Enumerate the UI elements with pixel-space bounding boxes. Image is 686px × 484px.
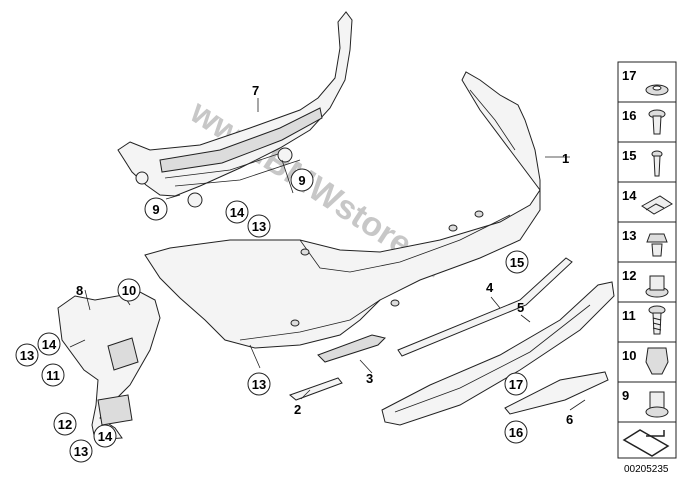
bumper-carrier xyxy=(117,11,353,208)
part-labels: 1 7 4 5 3 2 6 8 xyxy=(76,83,573,427)
rear-bumper-panel xyxy=(144,71,541,349)
legend-number-13: 13 xyxy=(622,228,636,243)
legend-number-11: 11 xyxy=(622,308,636,323)
svg-text:14: 14 xyxy=(42,337,57,352)
svg-text:13: 13 xyxy=(74,444,88,459)
reflector-left xyxy=(289,377,343,401)
diagram-id: 00205235 xyxy=(624,464,669,475)
legend-number-9: 9 xyxy=(622,388,629,403)
reflector-right xyxy=(317,334,386,363)
label-7: 7 xyxy=(252,83,259,98)
side-bracket xyxy=(57,291,161,441)
callout-15: 15 xyxy=(505,250,529,274)
lower-cover xyxy=(504,371,609,415)
svg-text:17: 17 xyxy=(509,377,523,392)
label-2: 2 xyxy=(294,402,301,417)
svg-text:9: 9 xyxy=(298,173,305,188)
spring-nut-icon xyxy=(641,195,673,215)
callout-12: 12 xyxy=(53,412,77,436)
callout-13-mid: 13 xyxy=(247,372,271,396)
svg-text:14: 14 xyxy=(230,205,245,220)
svg-text:15: 15 xyxy=(510,255,524,270)
flange-nut-icon xyxy=(646,233,668,257)
callout-14-top: 14 xyxy=(225,200,249,224)
label-1: 1 xyxy=(562,151,569,166)
callout-17: 17 xyxy=(504,372,528,396)
round-washer-icon xyxy=(645,84,669,96)
legend-number-10: 10 xyxy=(622,348,636,363)
label-5: 5 xyxy=(517,300,524,315)
callout-13-top: 13 xyxy=(247,214,271,238)
callout-13-bottom: 13 xyxy=(69,439,93,463)
arrow-icon xyxy=(622,429,670,457)
expanding-rivet-icon xyxy=(648,109,666,135)
collar-nut-icon xyxy=(645,275,669,298)
callout-16: 16 xyxy=(504,420,528,444)
svg-text:13: 13 xyxy=(252,377,266,392)
label-4: 4 xyxy=(486,280,494,295)
label-3: 3 xyxy=(366,371,373,386)
legend-number-16: 16 xyxy=(622,108,636,123)
callout-10: 10 xyxy=(117,278,141,302)
legend-number-15: 15 xyxy=(622,148,636,163)
callout-11: 11 xyxy=(41,363,65,387)
clip-icon xyxy=(645,347,669,375)
svg-text:11: 11 xyxy=(46,368,60,383)
trim-strip xyxy=(397,257,573,357)
push-pin-icon xyxy=(651,150,663,177)
callout-9-b: 9 xyxy=(290,168,314,192)
screw-icon xyxy=(648,305,666,335)
svg-text:13: 13 xyxy=(252,219,266,234)
legend-number-12: 12 xyxy=(622,268,636,283)
callout-14-left: 14 xyxy=(37,332,61,356)
cap-nut-icon xyxy=(645,391,669,418)
svg-text:10: 10 xyxy=(122,283,136,298)
callout-9-a: 9 xyxy=(144,197,168,221)
callout-13-left: 13 xyxy=(15,343,39,367)
svg-text:13: 13 xyxy=(20,348,34,363)
fastener-legend: 17 16 15 14 13 12 xyxy=(617,61,677,459)
svg-text:12: 12 xyxy=(58,417,72,432)
callout-14-bottom: 14 xyxy=(93,424,117,448)
label-8: 8 xyxy=(76,283,83,298)
legend-number-17: 17 xyxy=(622,68,636,83)
rear-diffuser xyxy=(381,281,615,426)
svg-text:16: 16 xyxy=(509,425,523,440)
label-6: 6 xyxy=(566,412,573,427)
legend-number-14: 14 xyxy=(622,188,637,203)
svg-text:14: 14 xyxy=(98,429,113,444)
svg-text:9: 9 xyxy=(152,202,159,217)
circled-callouts: 9 9 14 13 15 10 14 13 11 13 12 14 13 17 … xyxy=(15,168,529,463)
